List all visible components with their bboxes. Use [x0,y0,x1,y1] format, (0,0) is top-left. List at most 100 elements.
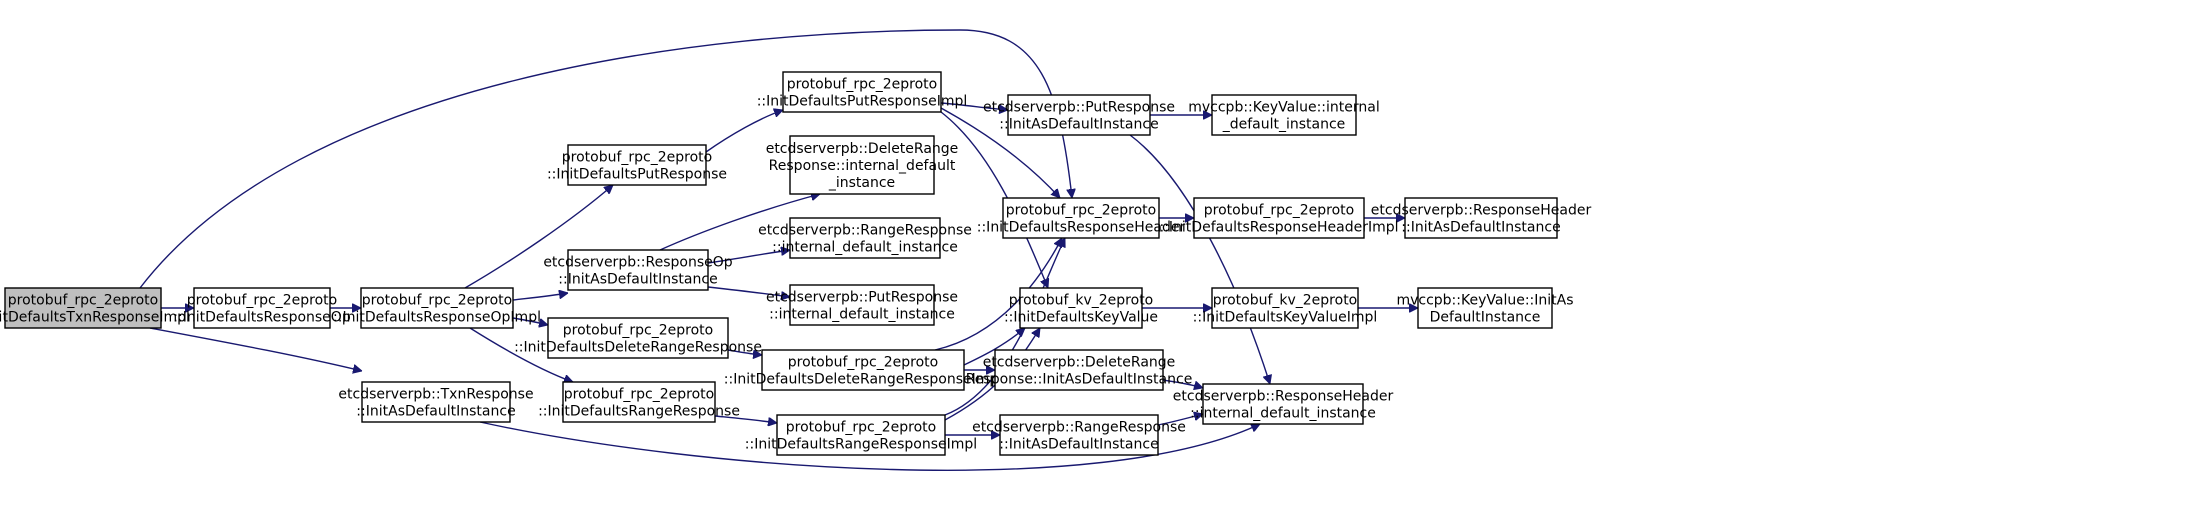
edge-delrange-to-delrangeimpl [727,349,762,355]
node-label-line: protobuf_rpc_2eproto [564,387,714,403]
edge-rangeasdef-to-respheaderintdef [1157,414,1203,426]
edge-respopinst-to-rangeintdef [707,250,790,264]
node-label-line: etcdserverpb::RangeResponse [972,420,1186,436]
node-putasdef[interactable]: etcdserverpb::PutResponse::InitAsDefault… [983,94,1175,136]
node-label-line: etcdserverpb::PutResponse [983,100,1175,116]
node-box [1007,94,1151,136]
edges-layer [139,29,1418,471]
node-rangeasdef[interactable]: etcdserverpb::RangeResponse::InitAsDefau… [972,414,1186,456]
node-label-line: etcdserverpb::ResponseHeader [1173,389,1394,405]
node-label-line: ::internal_default_instance [1190,406,1376,422]
node-kvasdef[interactable]: mvccpb::KeyValue::InitAsDefaultInstance [1396,287,1574,329]
node-label-line: mvccpb::KeyValue::internal [1188,100,1380,116]
node-respopimpl[interactable]: protobuf_rpc_2eproto::InitDefaultsRespon… [333,287,541,329]
node-delrangeasdef[interactable]: etcdserverpb::DeleteRangeResponse::InitA… [966,349,1193,391]
node-label-line: etcdserverpb::DeleteRange [766,141,959,157]
node-putintdef[interactable]: etcdserverpb::PutResponse::internal_defa… [766,284,958,326]
node-putresp[interactable]: protobuf_rpc_2eproto::InitDefaultsPutRes… [547,144,727,186]
node-box [4,287,162,329]
node-respop[interactable]: protobuf_rpc_2eproto::InitDefaultsRespon… [173,287,351,329]
edge-putresp-to-putrespimpl [705,110,783,153]
node-label-line: protobuf_rpc_2eproto [187,293,337,309]
edge-putasdef-to-respheaderintdef [1129,134,1270,384]
node-box [567,249,709,291]
edge-putrespimpl-to-putasdef [940,102,1008,110]
node-box [994,349,1164,391]
node-label-line: ::InitDefaultsPutResponseImpl [757,94,968,110]
node-label-line: protobuf_rpc_2eproto [1204,203,1354,219]
edge-root-to-respheader [139,29,1072,289]
node-label-line: ::InitDefaultsResponseOpImpl [333,310,541,326]
node-label-line: ::InitDefaultsPutResponse [547,167,727,183]
edge-respopimpl-to-respopinst [512,293,568,301]
node-label-line: _default_instance [1222,117,1346,133]
node-label-line: protobuf_rpc_2eproto [8,293,158,309]
node-respheader[interactable]: protobuf_rpc_2eproto::InitDefaultsRespon… [977,197,1186,239]
node-label-line: ::InitDefaultsResponseHeader [977,220,1186,236]
node-label-line: etcdserverpb::PutResponse [766,290,958,306]
node-box [1019,287,1143,329]
node-label-line: ::InitDefaultsResponseOp [173,310,351,326]
node-box [1211,94,1357,136]
node-box [547,317,729,359]
edge-delrangeasdef-to-respheaderintdef [1162,379,1203,388]
node-respheaderintdef[interactable]: etcdserverpb::ResponseHeader::internal_d… [1173,383,1394,425]
edge-delrangeimpl-to-respheader [934,238,1063,351]
edge-rangeimpl-to-respheader [944,238,1066,416]
node-delrangeimpl[interactable]: protobuf_rpc_2eproto::InitDefaultsDelete… [724,349,1002,391]
node-label-line: ::InitDefaultsRangeResponseImpl [745,437,977,453]
node-box [776,414,946,456]
node-box [782,71,942,113]
node-box [789,217,941,259]
node-label-line: mvccpb::KeyValue::InitAs [1396,293,1573,309]
node-label-line: ::InitAsDefaultInstance [558,272,717,288]
node-label-line: protobuf_rpc_2eproto [563,323,713,339]
node-box [761,349,965,391]
node-label-line: protobuf_kv_2eproto [1213,293,1358,309]
node-label-line: ::InitDefaultsKeyValueImpl [1193,310,1378,326]
edge-respopimpl-to-range [469,327,573,382]
node-label-line: _instance [828,175,895,191]
node-box [1193,197,1365,239]
node-label-line: protobuf_rpc_2eproto [788,355,938,371]
node-kvimpl[interactable]: protobuf_kv_2eproto::InitDefaultsKeyValu… [1193,287,1378,329]
edge-range-to-rangeimpl [714,415,777,423]
node-label-line: etcdserverpb::RangeResponse [758,223,972,239]
node-label-line: etcdserverpb::TxnResponse [338,387,533,403]
node-rangeimpl[interactable]: protobuf_rpc_2eproto::InitDefaultsRangeR… [745,414,977,456]
node-label-line: ::InitAsDefaultInstance [999,117,1158,133]
node-range[interactable]: protobuf_rpc_2eproto::InitDefaultsRangeR… [538,381,740,423]
edge-putrespimpl-to-respheader [940,107,1060,198]
node-root[interactable]: protobuf_rpc_2eproto::InitDefaultsTxnRes… [0,287,190,329]
node-box [1211,287,1359,329]
node-box [1417,287,1553,329]
node-delrange[interactable]: protobuf_rpc_2eproto::InitDefaultsDelete… [514,317,762,359]
node-box [1202,383,1364,425]
node-respheaderasdef[interactable]: etcdserverpb::ResponseHeader::InitAsDefa… [1371,197,1592,239]
node-box [789,135,935,195]
node-rangeintdef[interactable]: etcdserverpb::RangeResponse::internal_de… [758,217,972,259]
node-respheaderimpl[interactable]: protobuf_rpc_2eproto::InitDefaultsRespon… [1159,197,1399,239]
node-respopinst[interactable]: etcdserverpb::ResponseOp::InitAsDefaultI… [543,249,733,291]
node-label-line: ::InitDefaultsTxnResponseImpl [0,310,190,326]
node-putrespimpl[interactable]: protobuf_rpc_2eproto::InitDefaultsPutRes… [757,71,968,113]
node-txnresp[interactable]: etcdserverpb::TxnResponse::InitAsDefault… [338,381,534,423]
node-delrangeintdef[interactable]: etcdserverpb::DeleteRangeResponse::inter… [766,135,959,195]
node-label-line: ::InitDefaultsResponseHeaderImpl [1159,220,1398,236]
node-kvintdef[interactable]: mvccpb::KeyValue::internal_default_insta… [1188,94,1380,136]
node-label-line: ::InitDefaultsDeleteRangeResponseImpl [724,372,1002,388]
node-label-line: ::internal_default_instance [769,307,955,323]
node-box [361,381,511,423]
node-label-line: ::InitAsDefaultInstance [356,404,515,420]
node-label-line: ::internal_default_instance [772,240,958,256]
node-label-line: protobuf_rpc_2eproto [562,150,712,166]
node-label-line: etcdserverpb::ResponseHeader [1371,203,1592,219]
edge-respopimpl-to-putresp [464,185,613,289]
node-label-line: DefaultInstance [1430,310,1541,326]
edge-respopinst-to-delrangeintdef [659,194,820,251]
node-label-line: ::InitAsDefaultInstance [1401,220,1560,236]
node-label-line: protobuf_rpc_2eproto [787,77,937,93]
node-box [1002,197,1160,239]
node-kv[interactable]: protobuf_kv_2eproto::InitDefaultsKeyValu… [1004,287,1158,329]
